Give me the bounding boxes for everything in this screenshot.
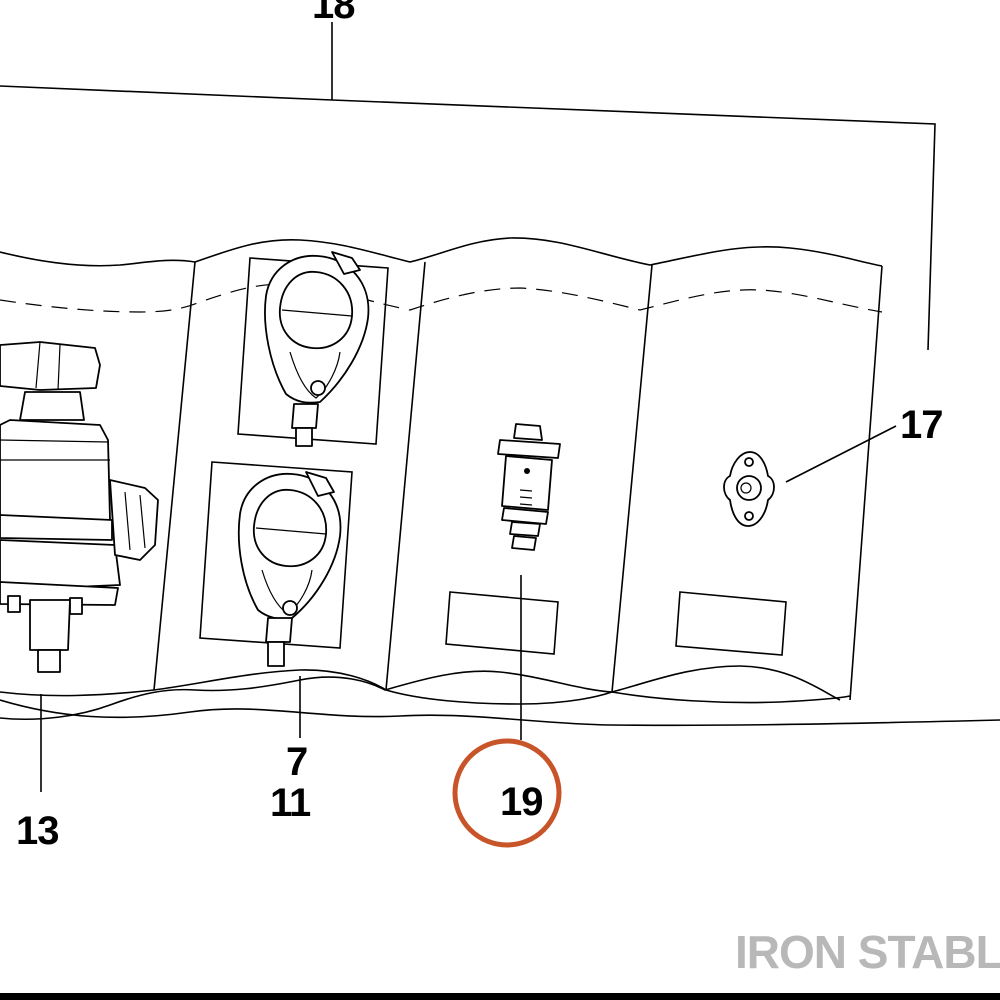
key-fob-icon (237, 251, 389, 447)
highlight-circle (452, 738, 562, 848)
package-sheet (0, 237, 1000, 727)
callout-7: 7 (286, 740, 307, 784)
callout-19: 19 (500, 780, 543, 824)
grommet-icon (723, 451, 775, 527)
callout-13: 13 (16, 809, 59, 853)
bottom-border (0, 993, 1000, 1000)
leader-lines (40, 425, 897, 792)
switch-plunger-icon (497, 423, 561, 551)
callout-11: 11 (270, 781, 311, 825)
callout-18: 18 (312, 0, 355, 27)
ignition-switch-icon (0, 341, 159, 673)
key-fob-icon (199, 461, 353, 667)
callout-18-bracket (0, 22, 936, 351)
callout-17: 17 (900, 403, 943, 447)
watermark-text: IRON STABLE (735, 926, 1000, 978)
